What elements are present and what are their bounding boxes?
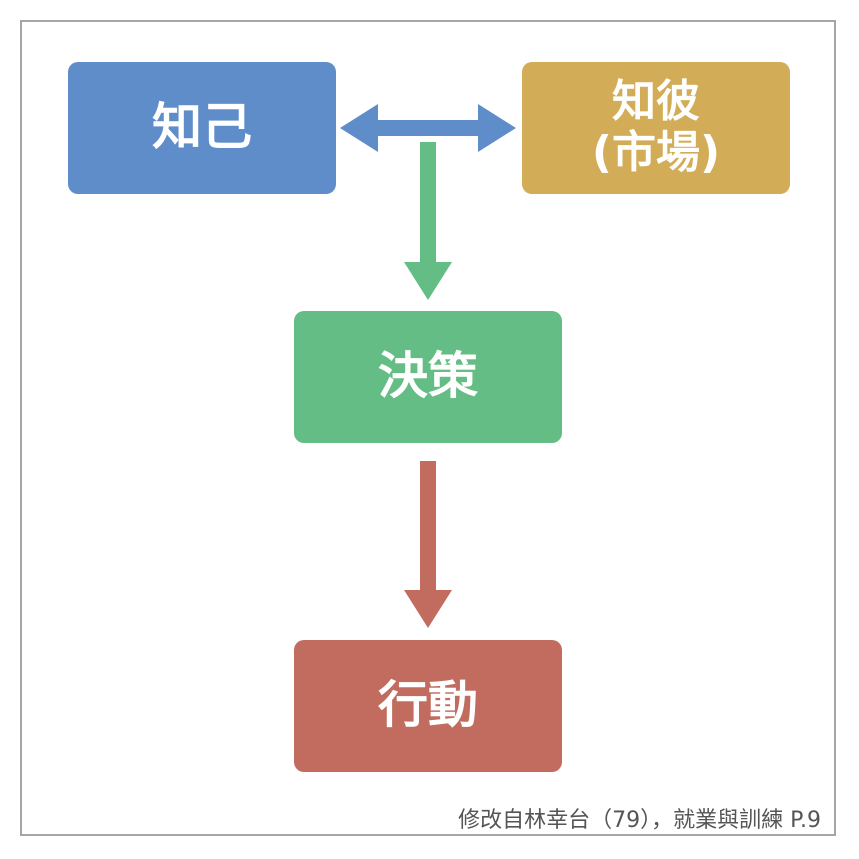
diagram-frame (20, 20, 836, 836)
arrow-to-decision (404, 142, 452, 300)
action-box: 行動 (294, 640, 562, 772)
market-knowledge-box: 知彼 (市場) (522, 62, 790, 194)
source-caption: 修改自林幸台（79），就業與訓練 P.9 (458, 808, 821, 833)
arrow-to-action (404, 461, 452, 628)
self-knowledge-box: 知己 (68, 62, 336, 194)
decision-box: 決策 (294, 311, 562, 443)
double-arrow-self-market (340, 104, 516, 152)
